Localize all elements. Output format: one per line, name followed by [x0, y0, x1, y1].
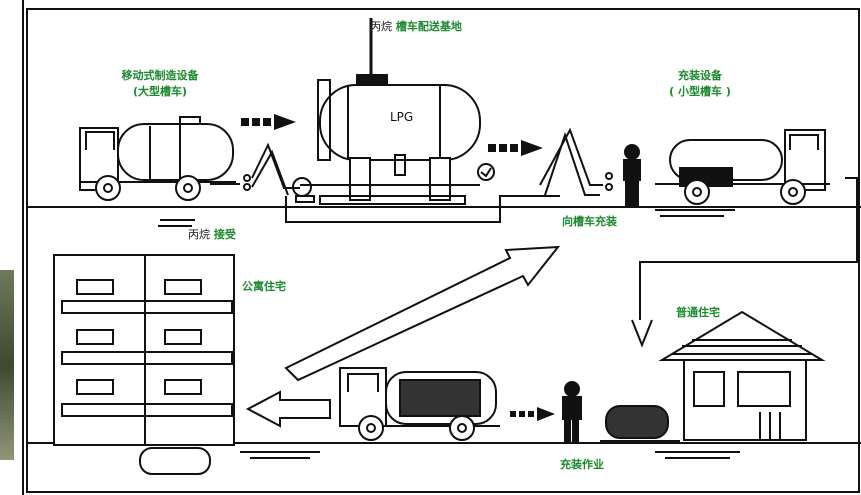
operator-bottom: [562, 381, 582, 442]
base-label: 丙烷 槽车配送基地: [370, 18, 462, 34]
receive-label: 丙烷 接受: [188, 226, 236, 242]
elbow-pipe: [639, 177, 858, 320]
small-tanker-truck: [655, 129, 830, 205]
receive-prefix: 丙烷: [188, 228, 210, 241]
mobile-sub: (大型槽车): [132, 85, 188, 98]
filling-label-block: 充装设备 ( 小型槽车 ): [660, 67, 740, 99]
house: [658, 310, 826, 441]
house-label: 普通住宅: [676, 306, 720, 319]
left-arrow: [245, 390, 331, 428]
delivery-truck: [339, 367, 500, 441]
apartment-label: 公寓住宅: [242, 280, 286, 293]
base-title: 槽车配送基地: [395, 20, 462, 33]
apartment-building: [53, 254, 235, 475]
filling-sub: ( 小型槽车 ): [669, 85, 731, 98]
small-tank: [605, 405, 669, 439]
tank-label: LPG: [390, 110, 414, 124]
flow-arrows: [241, 114, 555, 421]
gauge: [477, 163, 495, 181]
tanker-fill-label: 向槽车充装: [562, 215, 617, 228]
mobile-title: 移动式制造设备: [121, 69, 199, 82]
work-label: 充装作业: [560, 458, 604, 471]
operator-top: [623, 144, 641, 206]
mobile-label-block: 移动式制造设备 (大型槽车): [108, 67, 212, 99]
receive-title: 接受: [213, 228, 236, 241]
photo-fragment: [0, 270, 14, 460]
return-pipe: [285, 195, 560, 223]
lpg-storage-tank: [300, 18, 481, 205]
filling-title: 充装设备: [678, 69, 722, 82]
base-prefix: 丙烷: [370, 20, 392, 33]
inner-border: [26, 8, 860, 493]
large-tanker-truck: [79, 116, 240, 201]
diagonal-arrow: [284, 245, 561, 382]
